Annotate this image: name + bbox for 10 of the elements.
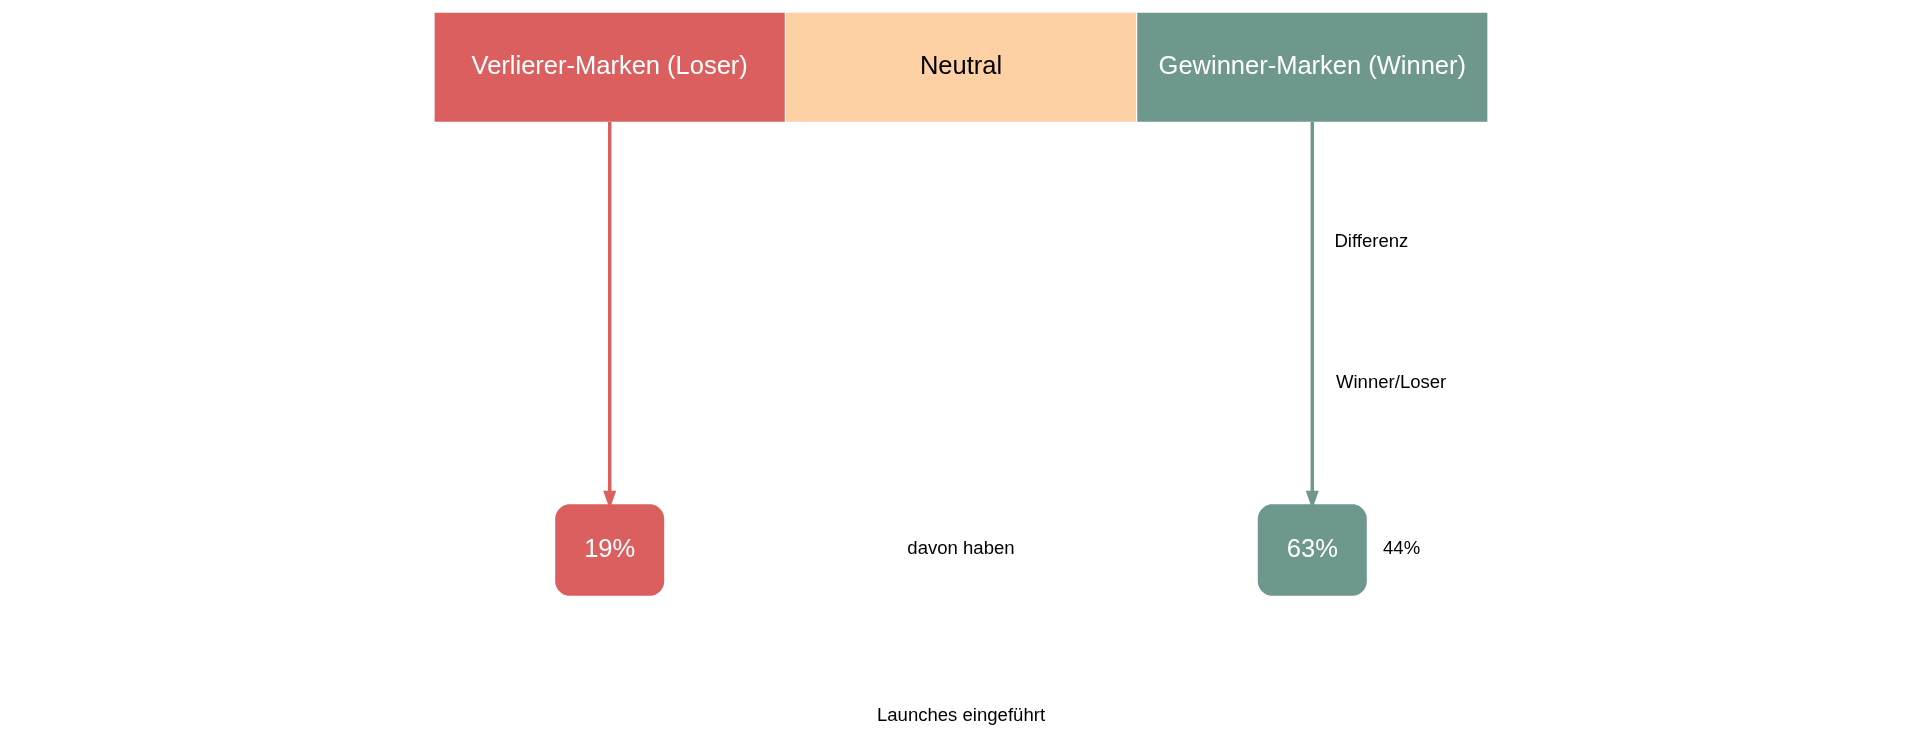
label: 44% [1382,537,1420,559]
label: davon haben [906,537,1015,559]
node-box: Gewinner-Marken (Winner) [1136,12,1487,122]
label: Launches eingeführt [876,703,1045,725]
node-box: Neutral [785,12,1136,122]
label: Winner/Loser [1335,371,1446,393]
node-box: 63% [1257,504,1367,596]
node-box: Verlierer-Marken (Loser) [434,12,785,122]
node-box: 19% [554,504,664,596]
label: Differenz [1333,229,1408,251]
